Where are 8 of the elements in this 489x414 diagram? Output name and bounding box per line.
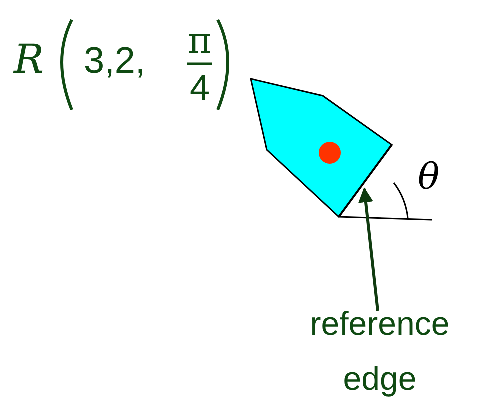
fraction-numerator: π (188, 24, 212, 60)
reference-edge-line (337, 143, 394, 219)
callout-text: reference edge (310, 305, 450, 397)
variable-label: R (14, 40, 44, 80)
angle-label: θ (418, 160, 440, 196)
fraction-denominator: 4 (190, 70, 210, 106)
leader-arrow (358, 188, 380, 312)
coordinate-label: 3,2, (84, 42, 146, 79)
